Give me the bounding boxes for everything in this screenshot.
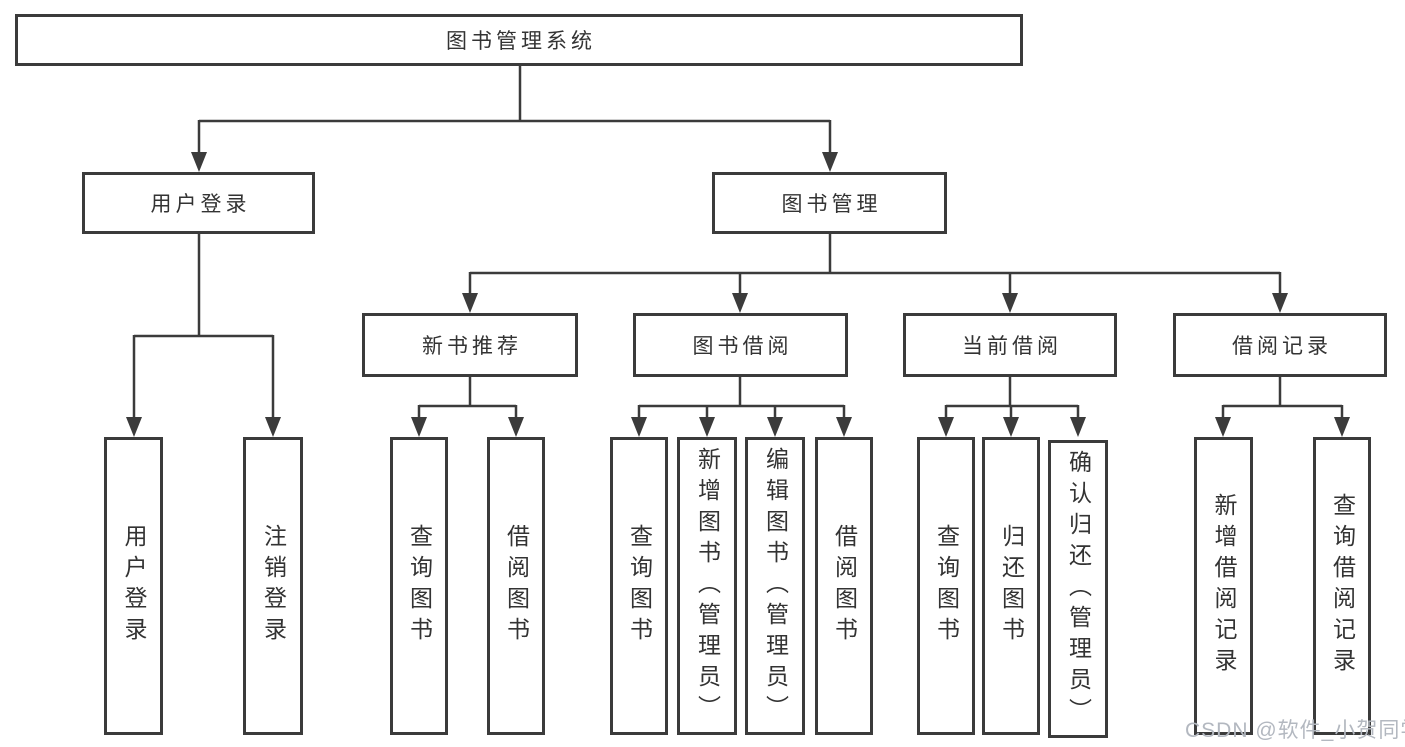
csdn-watermark: CSDN @软件_小贺同学	[1185, 719, 1405, 742]
node-current-borrowing: 当前借阅	[903, 313, 1117, 377]
node-user-login: 用户登录	[82, 172, 315, 234]
leaf-borrow-books-recommend: 借阅图书	[487, 437, 545, 735]
leaf-label: 借阅图书	[503, 524, 530, 648]
leaf-query-books-current: 查询图书	[917, 437, 975, 735]
leaf-label: 查询图书	[626, 524, 653, 648]
leaf-label: 查询借阅记录	[1329, 493, 1356, 679]
leaf-label: 新增借阅记录	[1211, 493, 1237, 679]
node-book-management: 图书管理	[712, 172, 947, 234]
leaf-return-books: 归还图书	[982, 437, 1040, 735]
node-label: 图书管理	[781, 193, 882, 216]
node-label: 当前借阅	[962, 335, 1062, 358]
leaf-add-book-admin: 新增图书（管理员）	[677, 437, 737, 735]
leaf-label: 查询图书	[406, 524, 433, 648]
leaf-label: 注销登录	[260, 524, 287, 648]
leaf-query-borrow-record: 查询借阅记录	[1313, 437, 1371, 735]
leaf-label: 归还图书	[998, 524, 1025, 648]
node-book-borrowing: 图书借阅	[633, 313, 848, 377]
leaf-query-books-borrowing: 查询图书	[610, 437, 668, 735]
node-label: 用户登录	[150, 193, 251, 216]
node-label: 借阅记录	[1232, 335, 1332, 358]
leaf-label: 查询图书	[933, 524, 960, 648]
leaf-user-login: 用户登录	[104, 437, 163, 735]
leaf-edit-book-admin: 编辑图书（管理员）	[745, 437, 805, 735]
leaf-logout: 注销登录	[243, 437, 303, 735]
node-borrowing-records: 借阅记录	[1173, 313, 1387, 377]
node-label: 图书管理系统	[446, 30, 596, 53]
node-library-management-system: 图书管理系统	[15, 14, 1023, 66]
leaf-label: 新增图书（管理员）	[694, 446, 721, 726]
node-label: 图书借阅	[692, 335, 793, 358]
leaf-confirm-return-admin: 确认归还（管理员）	[1048, 440, 1108, 738]
leaf-label: 确认归还（管理员）	[1065, 449, 1092, 729]
leaf-label: 编辑图书（管理员）	[762, 446, 789, 726]
leaf-borrow-books-borrowing: 借阅图书	[815, 437, 873, 735]
leaf-label: 用户登录	[121, 524, 147, 648]
leaf-query-books-recommend: 查询图书	[390, 437, 448, 735]
leaf-label: 借阅图书	[831, 524, 858, 648]
node-label: 新书推荐	[422, 335, 522, 358]
node-new-book-recommend: 新书推荐	[362, 313, 578, 377]
leaf-add-borrow-record: 新增借阅记录	[1194, 437, 1253, 735]
